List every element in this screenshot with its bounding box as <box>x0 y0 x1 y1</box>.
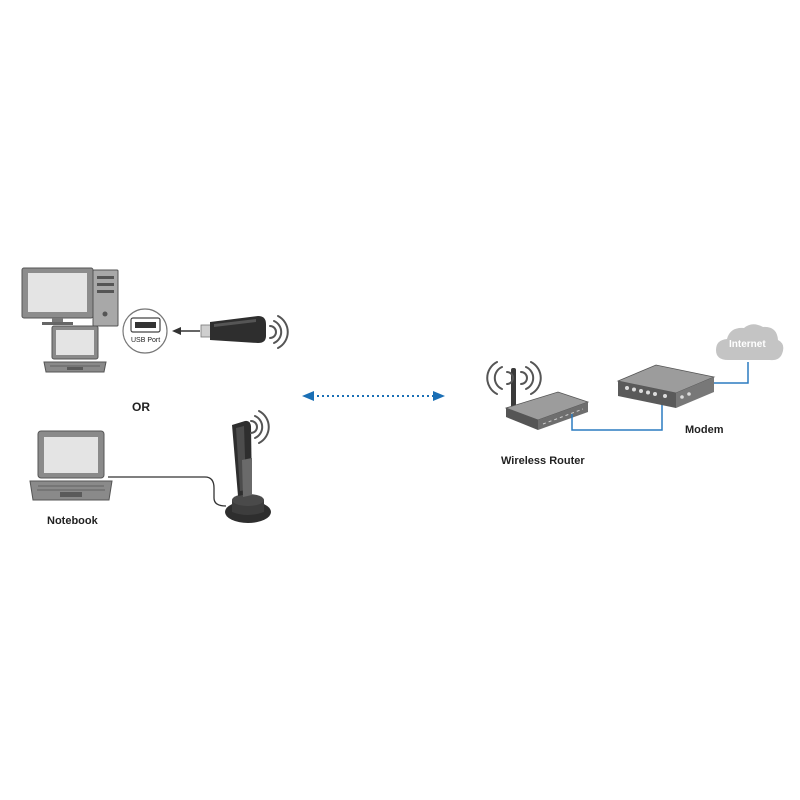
usb-cable <box>108 476 227 507</box>
notebook-laptop-icon <box>29 430 113 501</box>
wireless-router-icon <box>504 368 590 430</box>
wifi-signal-icon <box>486 361 542 395</box>
modem-internet-cable <box>714 362 749 384</box>
wireless-router-label: Wireless Router <box>501 455 585 467</box>
internet-label: Internet <box>729 339 766 350</box>
insert-arrow-icon <box>172 327 200 335</box>
wifi-signal-icon <box>269 315 289 349</box>
internet-cloud-icon <box>716 324 784 361</box>
usb-cradle-adapter-icon <box>225 420 271 523</box>
wifi-signal-icon <box>250 410 270 444</box>
usb-adapter-icon <box>200 316 266 343</box>
notebook-label: Notebook <box>47 515 98 527</box>
usb-port-icon <box>122 308 168 354</box>
laptop-icon <box>43 325 107 373</box>
modem-label: Modem <box>685 424 724 436</box>
router-modem-cable <box>571 404 663 431</box>
or-label: OR <box>132 400 150 414</box>
modem-icon <box>616 364 716 408</box>
desktop-computer-icon <box>21 267 119 327</box>
wireless-link-arrow <box>302 391 445 401</box>
usb-port-label: USB Port <box>131 337 161 344</box>
